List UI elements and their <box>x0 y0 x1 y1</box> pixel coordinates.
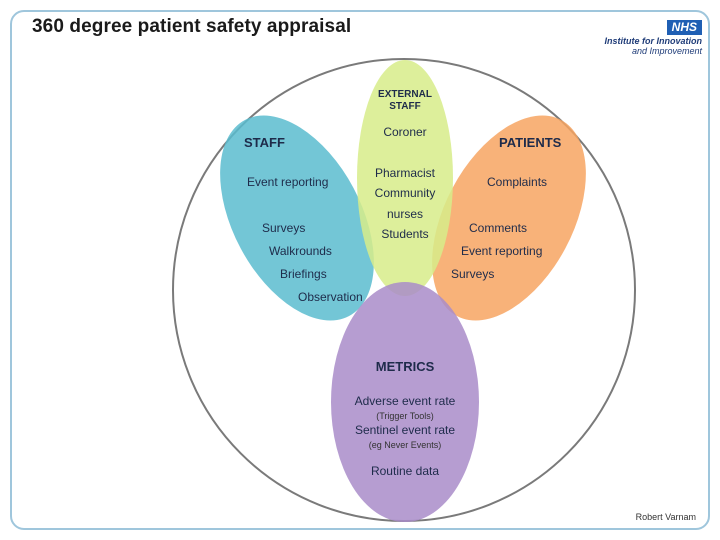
page-title: 360 degree patient safety appraisal <box>32 16 352 37</box>
patients-item: Comments <box>469 221 528 235</box>
staff-petal <box>220 115 374 321</box>
logo-line-2: and Improvement <box>631 46 702 56</box>
external-heading-line2: STAFF <box>389 101 421 112</box>
patients-petal <box>432 115 586 321</box>
author-credit: Robert Varnam <box>635 512 696 522</box>
staff-item: Surveys <box>262 221 306 235</box>
patients-item: Event reporting <box>461 244 543 258</box>
external-item: Students <box>381 227 429 241</box>
external-item: Community <box>374 186 436 200</box>
external-item: Coroner <box>383 125 427 139</box>
nhs-logo: NHS Institute for Innovation and Improve… <box>592 18 702 56</box>
patients-item: Complaints <box>487 175 548 189</box>
staff-heading: STAFF <box>244 135 285 150</box>
staff-item: Observation <box>298 290 363 304</box>
external-item: Pharmacist <box>374 166 436 180</box>
nhs-badge: NHS <box>666 20 702 35</box>
logo-line-1: Institute for Innovation <box>604 36 703 46</box>
metrics-heading: METRICS <box>375 359 435 374</box>
external-staff-petal <box>357 60 453 296</box>
external-item: nurses <box>386 207 424 221</box>
staff-item: Briefings <box>280 267 327 281</box>
external-heading-line1: EXTERNAL <box>378 89 432 100</box>
metrics-adverse-note: (Trigger Tools) <box>376 411 434 421</box>
metrics-sentinel-event-rate: Sentinel event rate <box>354 423 456 437</box>
staff-item: Event reporting <box>247 175 329 189</box>
metrics-adverse-event-rate: Adverse event rate <box>354 394 456 408</box>
metrics-sentinel-note: (eg Never Events) <box>368 440 442 450</box>
patients-heading: PATIENTS <box>499 135 562 150</box>
metrics-routine-data: Routine data <box>370 464 440 478</box>
patients-item: Surveys <box>451 267 495 281</box>
staff-item: Walkrounds <box>269 244 332 258</box>
metrics-petal <box>331 282 479 522</box>
